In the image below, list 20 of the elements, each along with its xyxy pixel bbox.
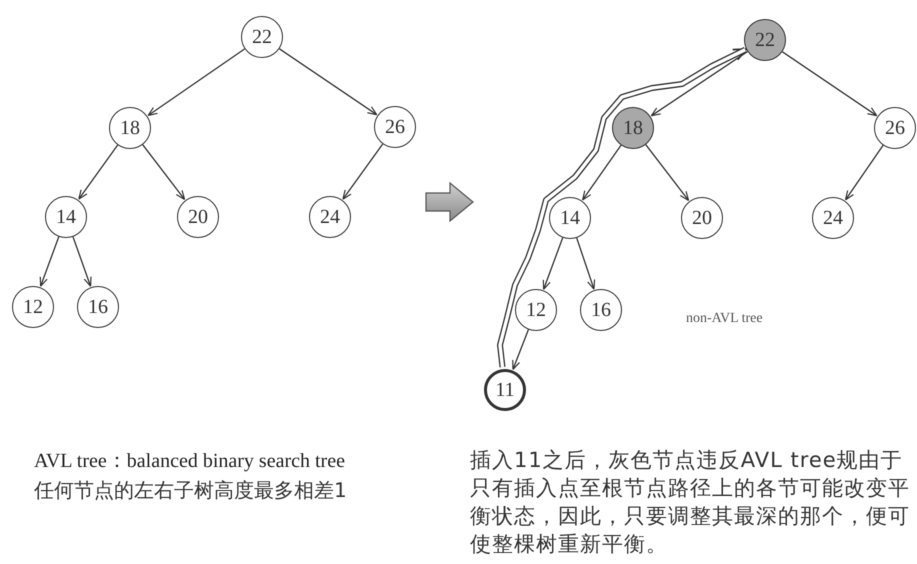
- arrow: [148, 48, 246, 116]
- arrow: [342, 144, 384, 200]
- arrow: [542, 237, 564, 290]
- arrow: [782, 51, 878, 116]
- arrow: [142, 144, 186, 200]
- arrow: [78, 144, 118, 200]
- arrow: [512, 329, 529, 370]
- arrow: [40, 236, 60, 287]
- arrow: [650, 51, 748, 116]
- tree-label: non-AVL tree: [686, 310, 763, 328]
- description-text: 插入11之后，灰色节点违反AVL tree规由于只有插入点至根节点路径上的各节可能改变平衡状态，因此，只要调整其最深的那个，便可使整棵树重新平衡。: [470, 447, 911, 558]
- path-arrow: [497, 47, 748, 368]
- arrow: [645, 144, 690, 202]
- arrow: [72, 236, 92, 287]
- arrow: [582, 144, 622, 201]
- caption-text: 任何节点的左右子树高度最多相差1: [34, 477, 347, 504]
- arrow: [844, 144, 884, 200]
- arrow: [576, 238, 596, 290]
- arrow: [279, 48, 378, 116]
- caption-text: AVL tree：balanced binary search tree: [34, 449, 345, 474]
